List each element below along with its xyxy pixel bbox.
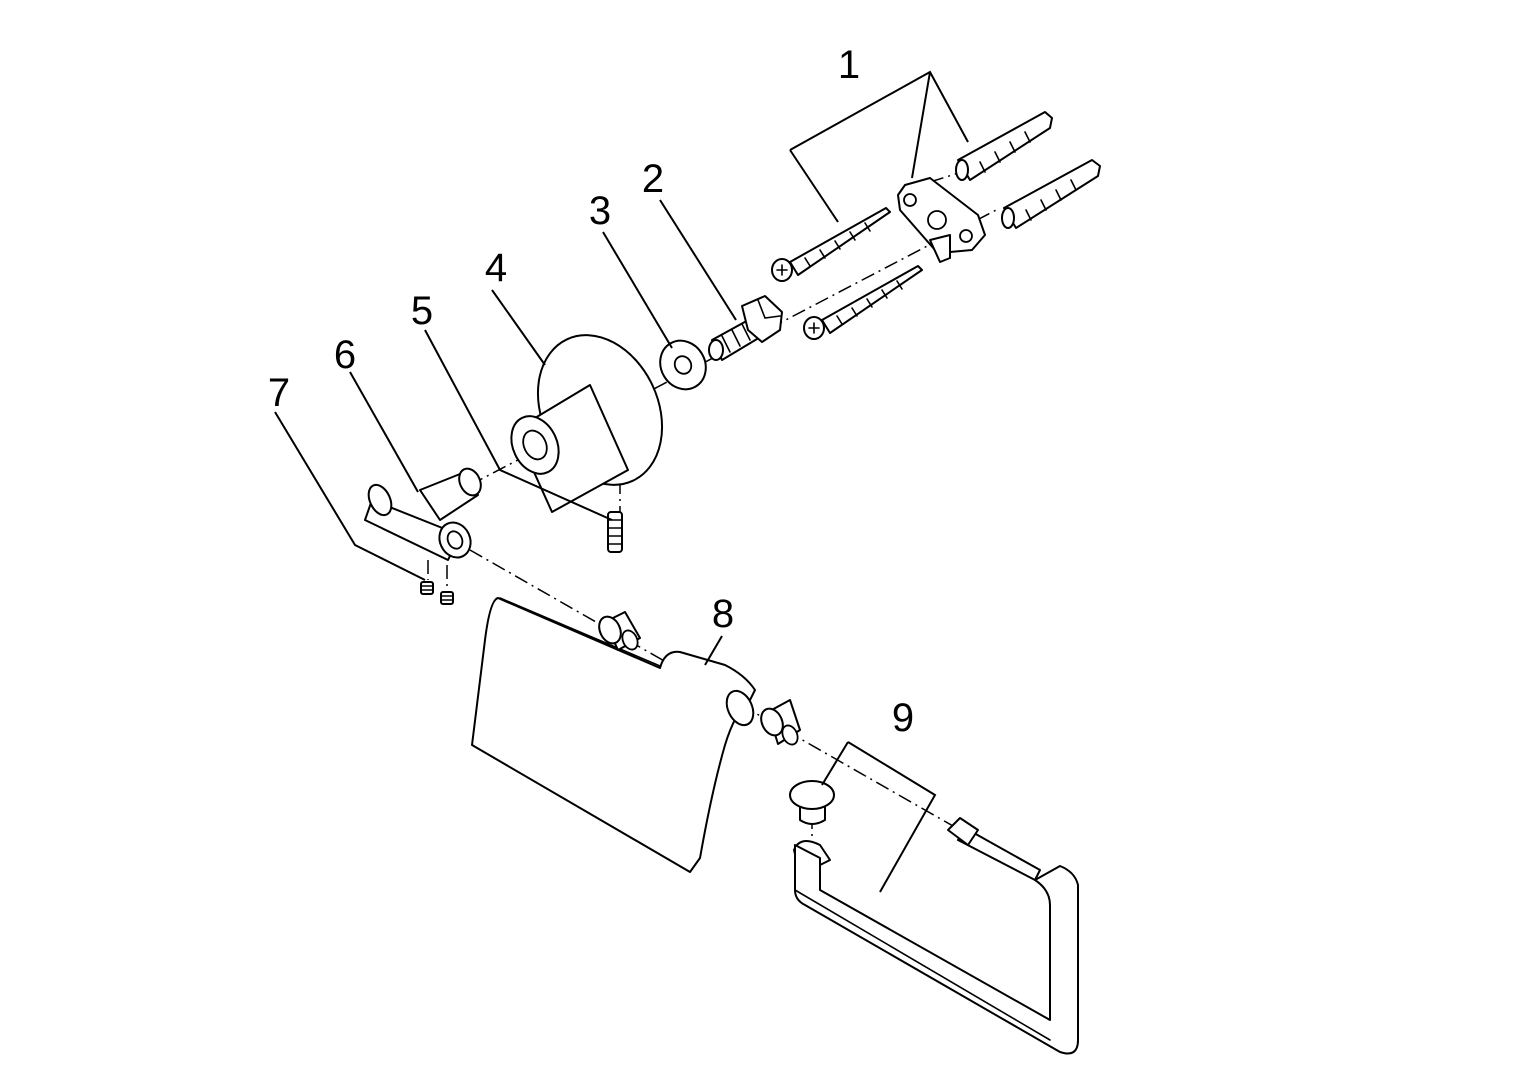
part-3-washer	[659, 339, 707, 391]
leader-3	[602, 231, 673, 349]
leader-6	[349, 371, 419, 493]
label-8: 8	[712, 592, 734, 636]
wall-plug-upper	[955, 111, 1053, 181]
leader-5	[424, 329, 613, 521]
screw-lower	[803, 265, 923, 340]
leader-8	[704, 635, 723, 666]
label-7: 7	[268, 371, 290, 415]
label-4: 4	[485, 246, 507, 290]
bushing-upper	[598, 611, 641, 651]
end-cap	[789, 780, 835, 825]
label-3: 3	[589, 189, 611, 233]
part-5-set-screw	[607, 511, 623, 553]
leader-4	[491, 289, 546, 366]
leader-2	[659, 199, 737, 321]
label-1: 1	[838, 43, 860, 87]
label-2: 2	[642, 157, 664, 201]
part-1-mounting-kit	[771, 111, 1101, 340]
part-numbers: 1 2 3 4 5 6 7 8 9	[268, 43, 914, 740]
bushing-lower	[760, 699, 801, 746]
part-4-wall-rosette	[510, 334, 664, 513]
leader-lines	[274, 70, 969, 893]
part-2-threaded-nipple	[708, 295, 783, 361]
label-5: 5	[411, 289, 433, 333]
leader-7	[274, 411, 426, 581]
leader-9	[821, 741, 937, 893]
wall-plug-lower	[1001, 159, 1101, 229]
mounting-plate	[897, 177, 986, 263]
leader-1	[789, 70, 969, 223]
part-6-t-connector	[364, 467, 482, 561]
part-7-grub-screws	[420, 581, 454, 605]
part-9-holder-arm	[789, 780, 1079, 1055]
label-6: 6	[334, 333, 356, 377]
part-8-cover-flap	[471, 597, 801, 873]
screw-upper	[771, 207, 891, 282]
label-9: 9	[892, 696, 914, 740]
